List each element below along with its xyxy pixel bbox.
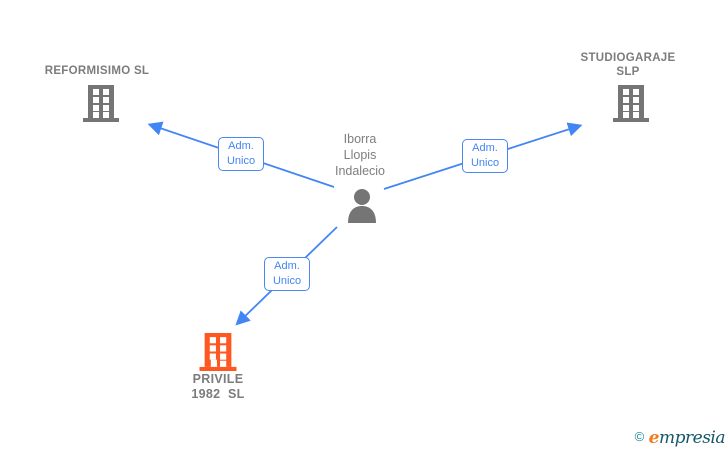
brand-rest: mpresia — [659, 428, 726, 448]
relation-role-line2: Unico — [272, 275, 302, 287]
relation-label-adm-unico-studiogaraje: Adm. Unico — [462, 139, 508, 173]
person-name-line1: Iborra — [343, 132, 377, 146]
relation-role-line1: Adm. — [274, 260, 300, 272]
company-node-privile[interactable] — [199, 333, 237, 371]
relation-role-line1: Adm. — [472, 142, 498, 154]
person-icon — [348, 189, 376, 223]
relation-label-adm-unico-privile: Adm. Unico — [264, 257, 310, 291]
company-name-line2: 1982 SL — [191, 387, 245, 401]
company-name-reformisimo: REFORMISIMO SL — [44, 65, 150, 77]
building-icon — [613, 85, 649, 122]
person-name: Iborra Llopis Indalecio — [298, 131, 422, 179]
relation-role-line1: Adm. — [228, 140, 254, 152]
company-name-line1: PRIVILE — [192, 372, 244, 386]
brand-wordmark: empresia — [648, 428, 726, 448]
relation-role-line2: Unico — [470, 157, 500, 169]
company-node-studiogaraje[interactable] — [613, 85, 649, 122]
relation-label-adm-unico-reformisimo: Adm. Unico — [218, 137, 264, 171]
building-icon — [199, 333, 237, 371]
copyright-symbol: © — [634, 429, 645, 444]
person-name-line2: Llopis — [343, 148, 377, 162]
building-icon — [83, 85, 119, 122]
empresia-logo[interactable]: © empresia — [634, 428, 726, 448]
company-name-line2: SLP — [616, 66, 640, 78]
company-name-line1: STUDIOGARAJE — [580, 52, 676, 64]
company-node-reformisimo[interactable] — [83, 85, 119, 122]
person-name-line3: Indalecio — [334, 164, 386, 178]
relation-role-line2: Unico — [226, 155, 256, 167]
person-node[interactable] — [345, 188, 379, 223]
company-name-privile: PRIVILE 1982 SL — [158, 372, 278, 402]
company-name-studiogaraje: STUDIOGARAJE SLP — [558, 51, 698, 79]
brand-first-letter: e — [648, 428, 660, 448]
